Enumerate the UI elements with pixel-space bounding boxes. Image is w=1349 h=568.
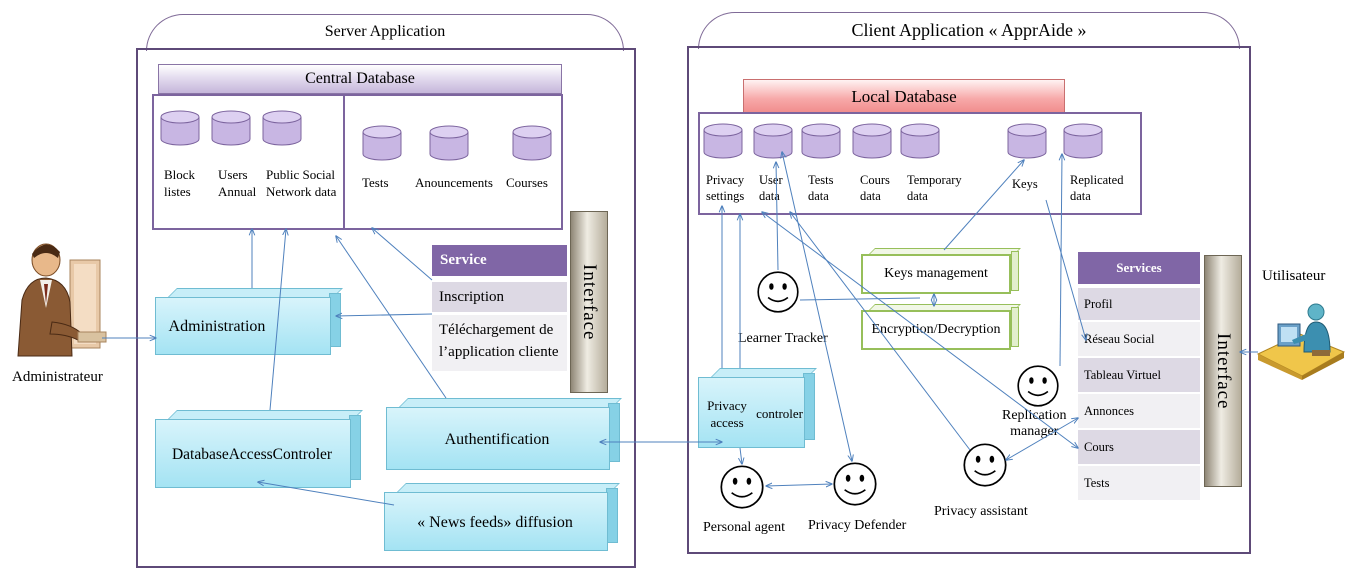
database-cylinder-icon [512,125,552,161]
database-cylinder-icon [1007,123,1047,159]
database-cylinder-icon [852,123,892,159]
learner-tracker-smiley-icon [757,271,799,313]
db-label-anouncements: Anouncements [415,175,493,190]
central-database-banner: Central Database [158,64,562,94]
learner-tracker-label: Learner Tracker [738,331,828,346]
encryption-decryption-label: Encryption/Decryption [871,322,1001,337]
privacy-defender-smiley-icon [833,462,877,506]
service-header: Service [432,245,567,276]
news-feeds-label: « News feeds» diffusion [417,513,573,531]
database-cylinder-icon [262,110,302,146]
server-app-title: Server Application [324,23,446,40]
database-cylinder-icon [703,123,743,159]
news-feeds-module[interactable]: « News feeds» diffusion [384,483,620,551]
services-reseau-social[interactable]: Réseau Social [1078,322,1200,356]
administration-module[interactable]: Administration [155,288,343,355]
services-cours[interactable]: Cours [1078,430,1200,464]
database-cylinder-icon [900,123,940,159]
central-database-label: Central Database [305,70,415,87]
client-app-title: Client Application « ApprAide » [851,20,1087,40]
db-label-courses: Courses [506,175,548,190]
services-profil[interactable]: Profil [1078,288,1200,320]
local-database-label: Local Database [851,87,957,106]
authentification-label: Authentification [444,430,550,448]
server-interface-bar: Interface [570,211,608,393]
database-cylinder-icon [429,125,469,161]
db-label-keys: Keys [1012,177,1038,191]
database-cylinder-icon [801,123,841,159]
service-inscription[interactable]: Inscription [432,282,567,312]
authentification-module[interactable]: Authentification [386,398,622,470]
database-cylinder-icon [160,110,200,146]
db-label-tests: Tests [362,175,389,190]
privacy-defender-label: Privacy Defender [808,518,907,533]
client-app-frame [687,46,1251,554]
personal-agent-smiley-icon [720,465,764,509]
administrator-person-icon [17,243,107,357]
client-interface-bar: Interface [1204,255,1242,487]
personal-agent-label: Personal agent [703,520,786,535]
administration-label: Administration [168,318,266,335]
keys-management-box[interactable]: Keys management [861,248,1021,294]
database-access-controler-module[interactable]: DatabaseAccessControler [155,410,363,488]
database-cylinder-icon [1063,123,1103,159]
database-cylinder-icon [362,125,402,161]
keys-management-label: Keys management [884,266,988,281]
privacy-assistant-label: Privacy assistant [934,504,1028,519]
privacy-assistant-smiley-icon [963,443,1007,487]
client-app-tab: Client Application « ApprAide » [698,12,1240,49]
database-cylinder-icon [753,123,793,159]
database-cylinder-icon [211,110,251,146]
user-at-computer-icon [1256,303,1346,380]
services-annonces[interactable]: Annonces [1078,394,1200,428]
user-label: Utilisateur [1262,268,1326,284]
server-app-tab: Server Application [146,14,624,51]
central-db-right-box [343,94,563,230]
administrator-label: Administrateur [12,369,103,385]
encryption-decryption-box[interactable]: Encryption/Decryption [861,304,1021,350]
services-tableau-virtuel[interactable]: Tableau Virtuel [1078,358,1200,392]
dbac-label: DatabaseAccessControler [171,445,333,463]
services-header: Services [1078,252,1200,284]
replication-manager-smiley-icon [1017,365,1059,407]
services-tests[interactable]: Tests [1078,466,1200,500]
local-database-banner: Local Database [743,79,1065,115]
